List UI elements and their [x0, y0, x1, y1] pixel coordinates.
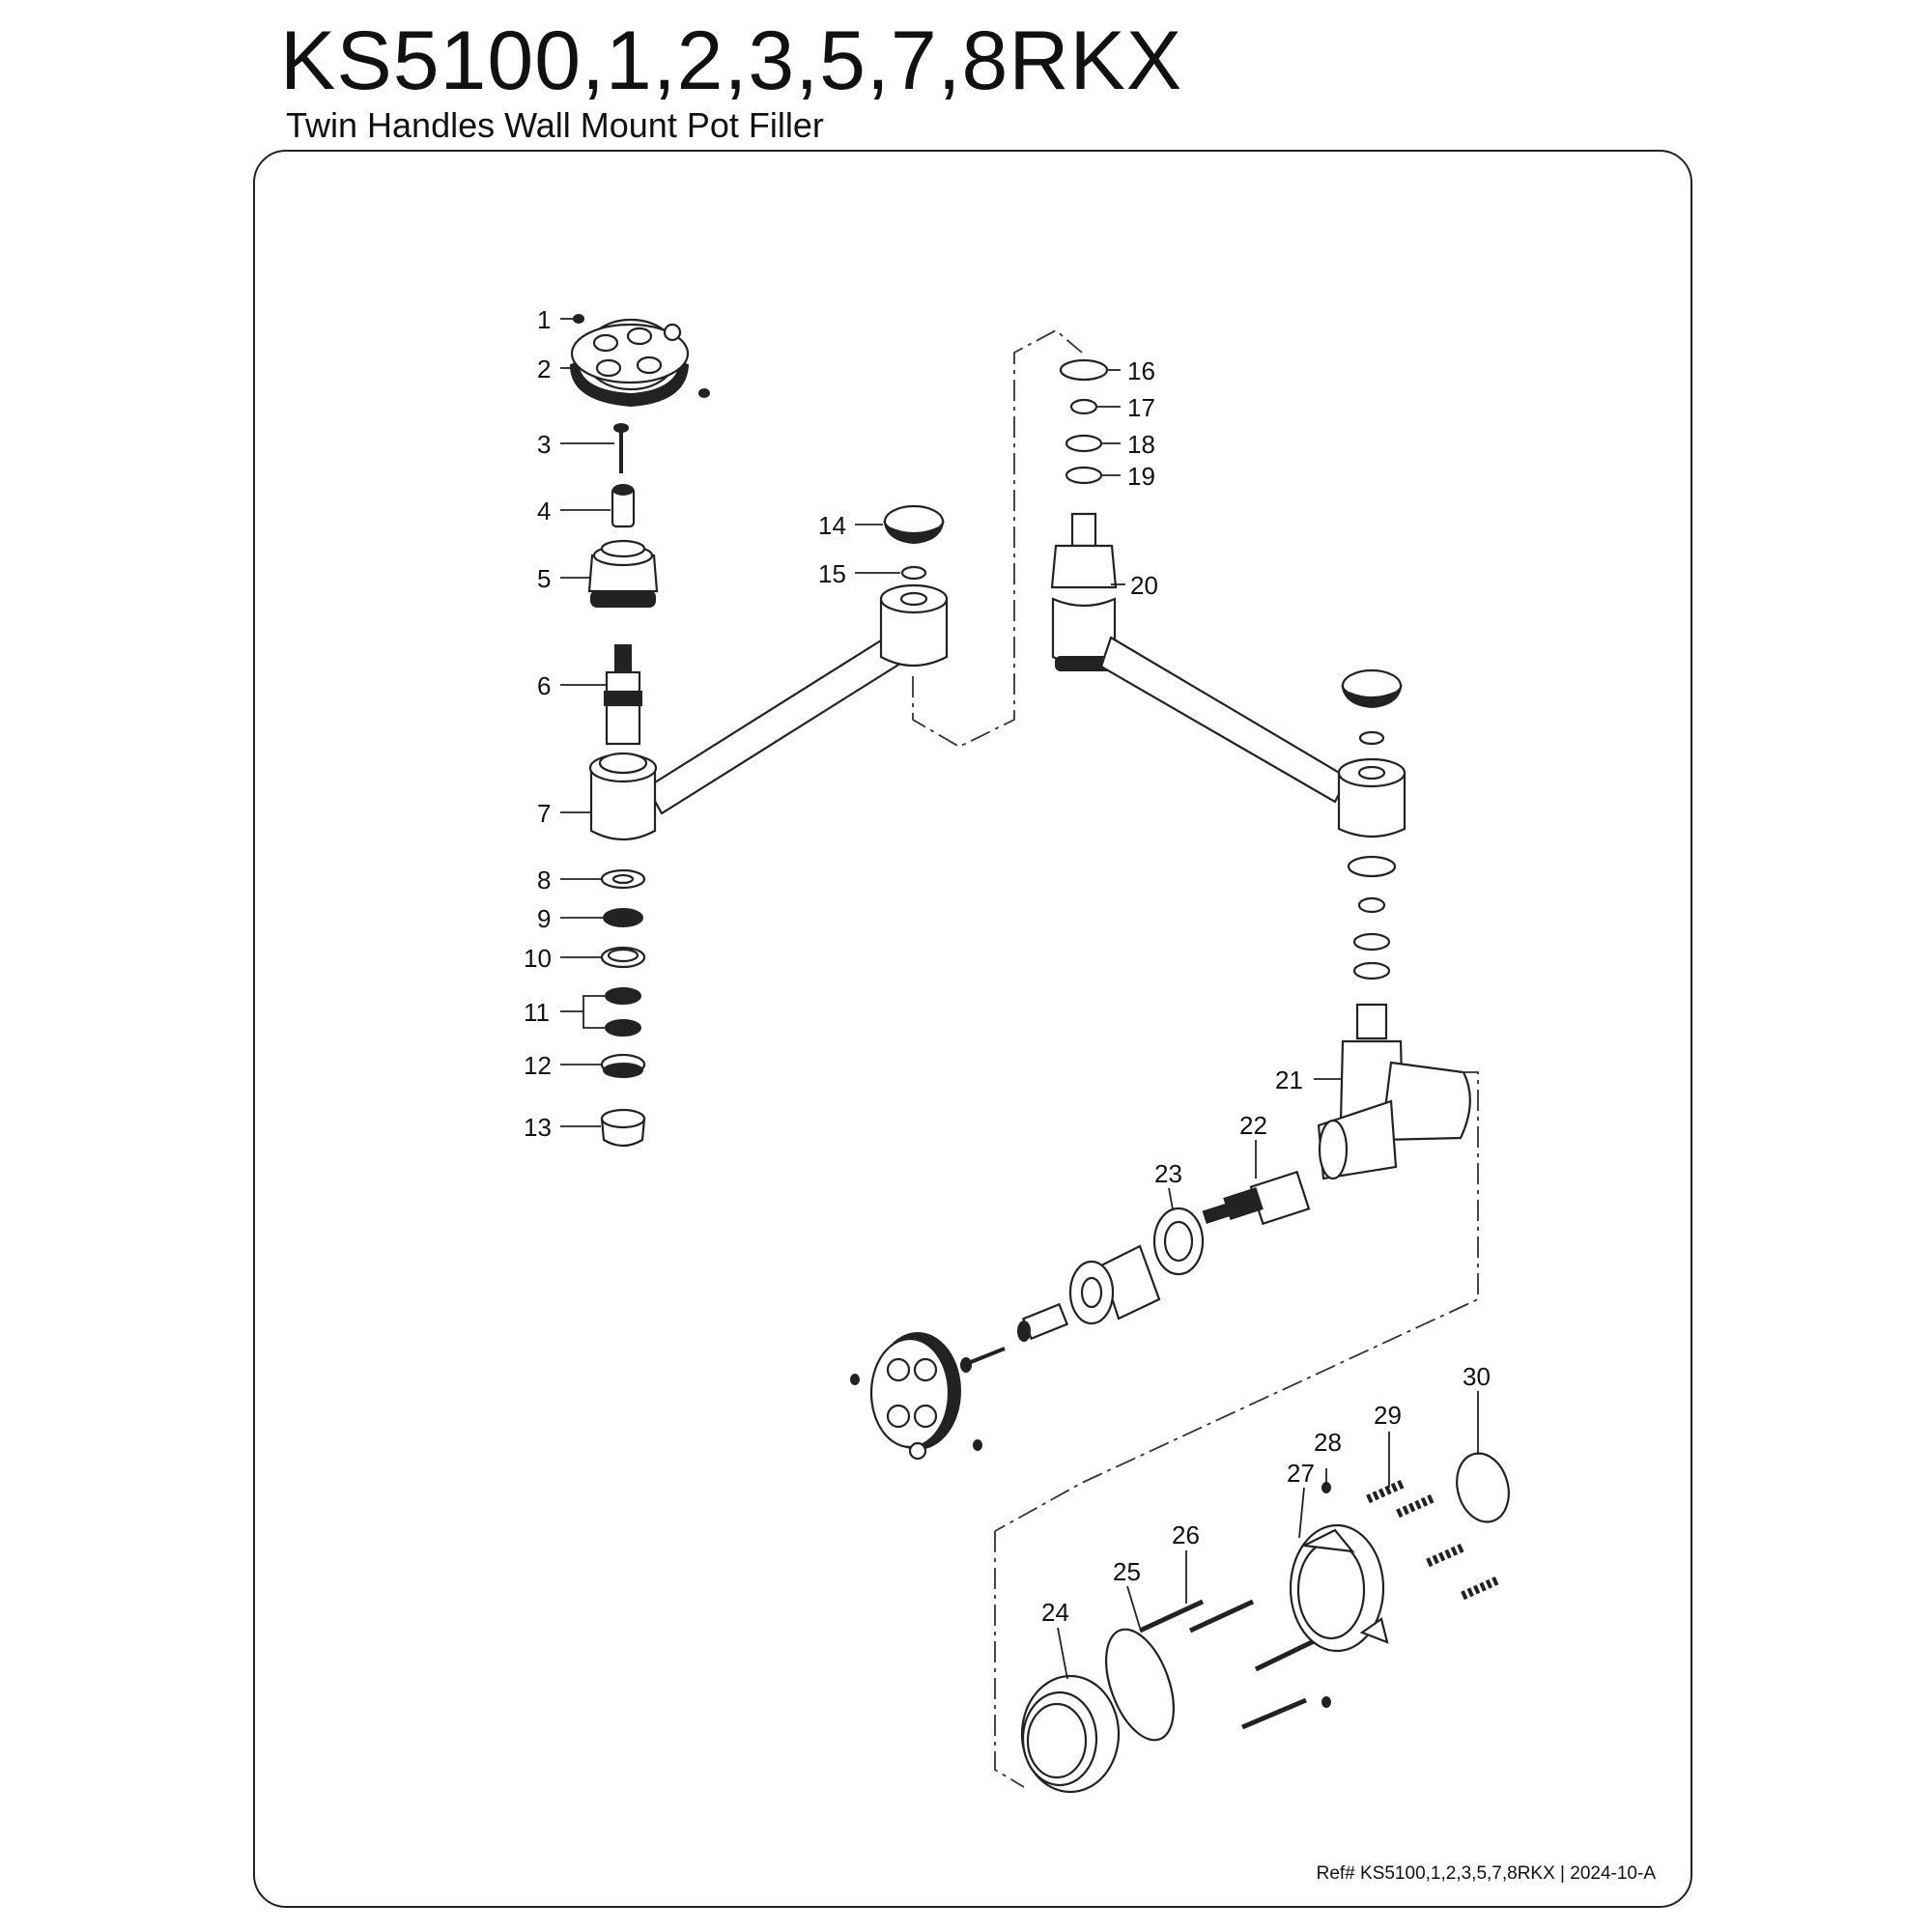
callout-part-7: 7 — [537, 799, 551, 828]
callout-part-5: 5 — [537, 564, 551, 593]
part-21-valve-body — [1317, 1003, 1471, 1180]
callout-labels: 1 2 3 4 5 6 7 8 9 10 11 12 13 14 15 16 1… — [524, 305, 1491, 1627]
part-12-aerator-insert — [600, 1053, 646, 1078]
linkage-line-wall — [994, 1531, 1025, 1788]
right-bonnet — [1068, 1244, 1161, 1325]
right-stem-adapter — [1017, 1302, 1069, 1342]
callout-part-25: 25 — [1113, 1557, 1141, 1586]
part-8-washer — [600, 868, 646, 890]
callout-part-26: 26 — [1172, 1520, 1200, 1549]
part-3-screw — [613, 423, 629, 473]
callout-part-11: 11 — [524, 998, 550, 1027]
callout-part-9: 9 — [537, 904, 551, 933]
right-screw — [960, 1347, 1006, 1373]
callout-part-19: 19 — [1127, 462, 1155, 491]
part-2-handle — [569, 318, 710, 408]
callout-part-10: 10 — [524, 944, 552, 973]
callout-part-28: 28 — [1314, 1428, 1342, 1457]
part-9-aerator-screen — [603, 908, 643, 927]
part-7-spout-arm — [588, 583, 949, 840]
callout-part-20: 20 — [1130, 571, 1158, 600]
part-19-o-ring — [1065, 466, 1103, 485]
callout-part-23: 23 — [1154, 1159, 1182, 1188]
callout-part-6: 6 — [537, 671, 551, 700]
callout-part-15: 15 — [818, 559, 846, 588]
right-handle — [850, 1332, 982, 1461]
part-23-nut — [1152, 1207, 1205, 1276]
callout-part-13: 13 — [524, 1113, 552, 1142]
callout-part-18: 18 — [1127, 430, 1155, 459]
part-27-mounting-bracket — [1289, 1523, 1389, 1653]
callout-part-30: 30 — [1463, 1362, 1491, 1391]
part-20-swivel-body — [1050, 512, 1350, 804]
part-25-o-ring — [1105, 1628, 1175, 1742]
right-arm-elbow — [1337, 757, 1406, 838]
part-14-knob — [883, 504, 945, 545]
diagram-title: KS5100,1,2,3,5,7,8RKX — [280, 14, 1183, 107]
part-1-set-screw — [573, 314, 584, 324]
right-arm-seals — [1347, 855, 1397, 980]
callout-part-1: 1 — [537, 305, 551, 334]
callout-part-24: 24 — [1041, 1598, 1069, 1627]
part-22-cartridge — [1202, 1170, 1311, 1226]
part-5-bonnet — [587, 539, 659, 608]
part-6-cartridge — [604, 644, 642, 746]
part-17-washer — [1069, 398, 1098, 415]
callout-part-16: 16 — [1127, 356, 1155, 385]
part-24-escutcheon — [1020, 1674, 1121, 1794]
linkage-line-lower — [994, 1071, 1479, 1532]
part-29-wall-anchors — [1366, 1479, 1499, 1601]
callout-part-8: 8 — [537, 866, 551, 895]
part-4-stem-adapter — [611, 484, 636, 528]
diagram-subtitle: Twin Handles Wall Mount Pot Filler — [286, 105, 824, 145]
callout-part-4: 4 — [537, 497, 551, 526]
callout-part-29: 29 — [1374, 1401, 1402, 1430]
part-13-aerator-housing — [600, 1108, 646, 1148]
callout-part-14: 14 — [818, 511, 846, 540]
callout-part-22: 22 — [1239, 1111, 1267, 1140]
part-26-wall-screws — [1138, 1599, 1318, 1730]
part-11-screens — [605, 987, 641, 1037]
callout-leaders — [560, 318, 1479, 1680]
part-10-ring — [600, 946, 646, 969]
part-16-o-ring — [1059, 358, 1109, 382]
callout-part-21: 21 — [1275, 1065, 1303, 1094]
callout-part-2: 2 — [537, 355, 551, 384]
linkage-line-upper — [912, 328, 1083, 749]
callout-part-3: 3 — [537, 430, 551, 459]
callout-part-12: 12 — [524, 1051, 552, 1080]
callout-part-17: 17 — [1127, 393, 1155, 422]
right-arm-knob — [1341, 668, 1403, 746]
callout-part-27: 27 — [1287, 1459, 1315, 1488]
part-30-o-ring — [1456, 1452, 1510, 1523]
part-15-washer — [900, 565, 927, 581]
diagram-frame — [253, 150, 1692, 1908]
part-18-o-ring — [1065, 434, 1103, 453]
reference-number: Ref# KS5100,1,2,3,5,7,8RKX | 2024-10-A — [1316, 1863, 1656, 1884]
